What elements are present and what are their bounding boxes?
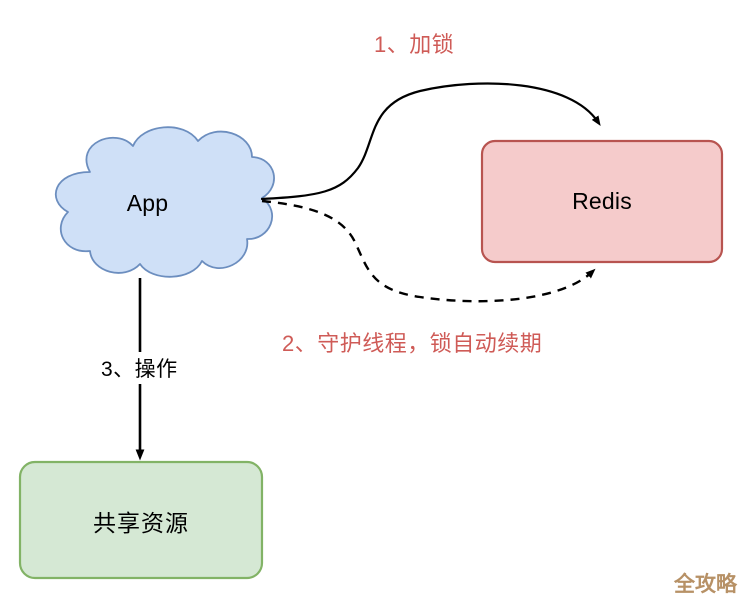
edge-label-watchdog: 2、守护线程，锁自动续期	[282, 331, 543, 356]
edge-label-lock: 1、加锁	[374, 32, 455, 57]
watermark-text: 全攻略	[674, 573, 737, 596]
node-redis-box[interactable]	[480, 139, 724, 264]
edge-watchdog-path	[261, 199, 596, 303]
node-app-cloud[interactable]	[54, 126, 275, 278]
node-shared-resource-box[interactable]	[18, 460, 264, 580]
edge-lock-path	[260, 82, 601, 201]
edge-label-operate: 3、操作	[98, 352, 181, 384]
